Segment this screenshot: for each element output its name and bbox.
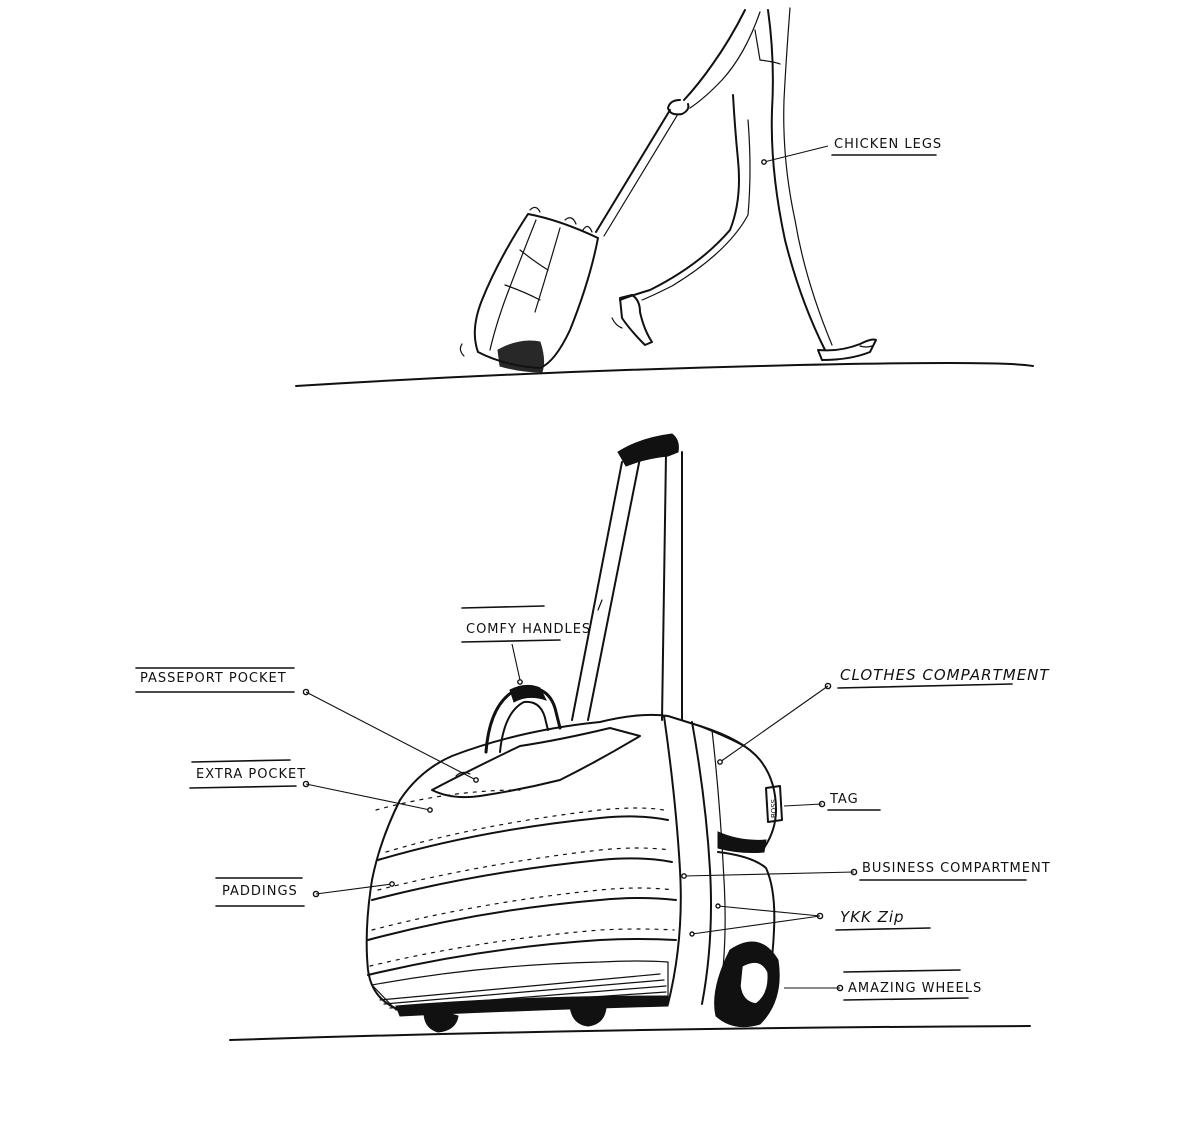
- clothes-compartment-leader: [719, 685, 829, 763]
- chicken-legs-leader: [763, 145, 829, 163]
- tag-label: TAG: [829, 792, 859, 807]
- tag-leader: [783, 803, 823, 807]
- front-shoe: [817, 338, 877, 361]
- paddings-label: PADDINGS: [222, 884, 298, 899]
- passport-pocket-leader: [305, 691, 477, 781]
- padding-band-3: [367, 897, 677, 941]
- business-compartment-label: BUSINESS COMPARTMENT: [862, 861, 1051, 876]
- paddings-leader: [315, 883, 393, 895]
- small-bag: [459, 206, 599, 373]
- tag-text: BOSS: [770, 798, 778, 818]
- rolling-bag-scene: BOSS COMFY HANDLES PASSEPORT POCKET CLOT…: [135, 433, 1051, 1041]
- extra-pocket-leader: [305, 783, 431, 811]
- small-bag-hatched-base: [497, 340, 545, 373]
- clothes-compartment-label: CLOTHES COMPARTMENT: [840, 666, 1050, 684]
- ykk-zip-label: YKK Zip: [840, 908, 905, 926]
- front-foot-right: [569, 1004, 607, 1027]
- top-ground-line: [295, 362, 1034, 387]
- padding-band-2: [371, 857, 673, 901]
- wheels: [423, 941, 780, 1033]
- back-leg: [619, 94, 740, 301]
- passport-pocket-flap: [431, 727, 641, 799]
- walking-figure-scene: CHICKEN LEGS: [295, 7, 1034, 387]
- hand: [667, 99, 690, 116]
- carry-handle: [484, 684, 562, 754]
- ykk-zip-leader-a: [717, 905, 821, 917]
- comfy-handles-label: COMFY HANDLES: [466, 622, 591, 637]
- amazing-wheels-label: AMAZING WHEELS: [848, 981, 982, 996]
- bottom-ground-line: [229, 1025, 1031, 1041]
- ykk-zip-leader-b: [691, 915, 821, 935]
- back-shoe: [619, 294, 653, 346]
- chicken-legs-label: CHICKEN LEGS: [834, 137, 942, 152]
- trolley-pole: [595, 109, 671, 233]
- front-foot-left: [423, 1011, 459, 1033]
- comfy-handles-leader: [511, 643, 521, 681]
- front-leg: [767, 9, 826, 351]
- padding-band-1: [377, 815, 669, 861]
- arm: [683, 9, 746, 101]
- telescopic-handle: [571, 433, 683, 721]
- tag-shape: [765, 785, 783, 823]
- passport-pocket-label: PASSEPORT POCKET: [140, 671, 287, 686]
- clothes-compartment-shell: [699, 725, 777, 849]
- business-compartment-leader: [683, 871, 855, 877]
- padding-band-4: [367, 938, 677, 976]
- extra-pocket-label: EXTRA POCKET: [196, 767, 306, 782]
